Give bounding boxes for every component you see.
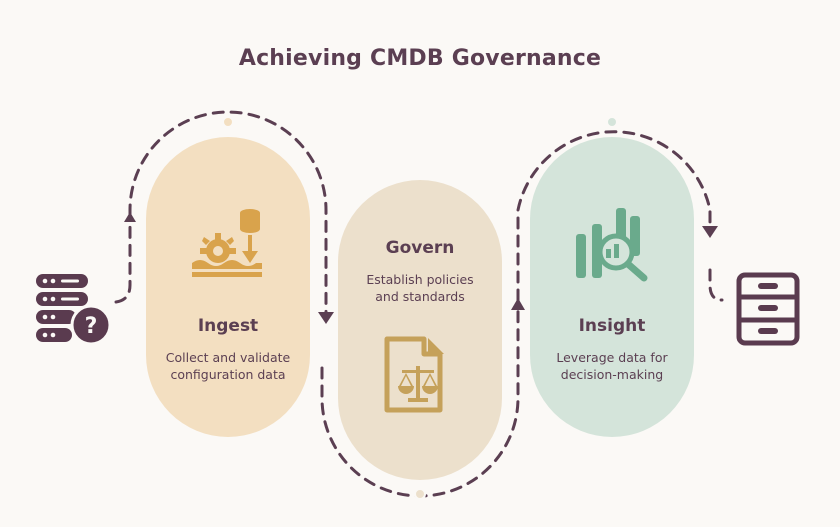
step-ingest-desc-line2: configuration data: [170, 367, 286, 382]
connector-end: [708, 268, 724, 302]
connector-ingest-arc: [128, 110, 328, 320]
step-govern-desc-line1: Establish policies: [366, 272, 474, 287]
step-insight-description: Leverage data for decision-making: [530, 349, 694, 383]
step-govern-pill: [338, 180, 502, 480]
path-dot-insight: [606, 116, 618, 128]
document-scales-icon: [384, 336, 444, 413]
server-question-icon: ?: [36, 274, 112, 346]
step-ingest-desc-line1: Collect and validate: [165, 350, 291, 365]
diagram-title: Achieving CMDB Governance: [238, 46, 602, 71]
path-dot-govern: [414, 488, 426, 500]
step-ingest-description: Collect and validate configuration data: [146, 349, 310, 383]
connector-arrows: [124, 212, 718, 324]
arrow-down-ingest-icon: [318, 312, 334, 324]
step-insight-pill: [530, 137, 694, 437]
step-ingest-pill: [146, 137, 310, 437]
arrow-up-govern-icon: [511, 298, 525, 310]
step-insight-desc-line2: decision-making: [560, 367, 664, 382]
step-ingest-title: Ingest: [197, 316, 259, 336]
step-insight-desc-line1: Leverage data for: [556, 350, 668, 365]
step-govern-description: Establish policies and standards: [338, 271, 502, 305]
step-govern-title: Govern: [385, 238, 455, 258]
connector-insight-arc: [516, 130, 712, 302]
arrow-down-insight-icon: [702, 226, 718, 238]
path-dot-ingest: [222, 116, 234, 128]
arrow-up-ingest-icon: [124, 212, 136, 222]
step-govern-desc-line2: and standards: [375, 289, 465, 304]
connector-start: [114, 213, 132, 304]
svg-text:?: ?: [85, 314, 98, 339]
file-cabinet-icon: [736, 272, 800, 346]
database-gear-arrow-icon: [192, 209, 262, 277]
bar-chart-magnifier-icon: [576, 208, 648, 282]
step-insight-title: Insight: [578, 316, 646, 336]
